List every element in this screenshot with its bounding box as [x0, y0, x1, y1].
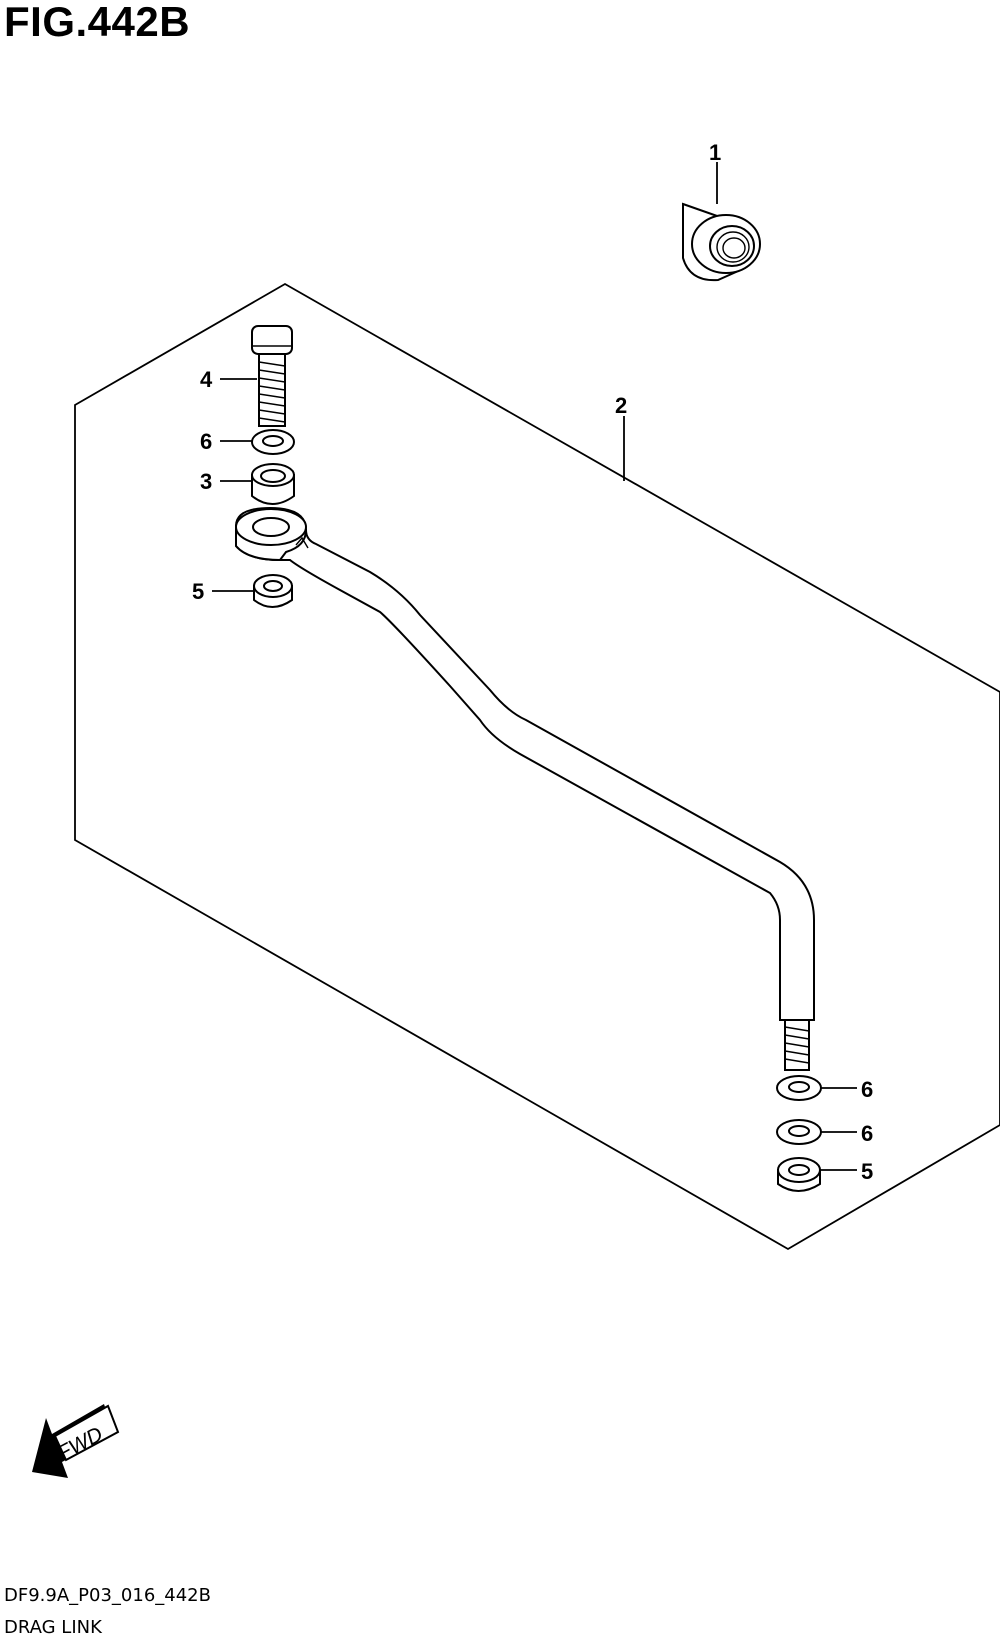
part-nut-left: [253, 574, 293, 608]
part-nut-top: [682, 202, 761, 282]
callout-5-right: 5: [861, 1159, 873, 1184]
callout-1: 1: [709, 140, 721, 165]
part-nut-right: [777, 1157, 821, 1192]
part-washer-left: [251, 429, 295, 455]
callout-5-left: 5: [192, 579, 204, 604]
part-washer-right-2: [776, 1119, 822, 1145]
callout-2: 2: [615, 393, 627, 418]
part-washer-right-1: [776, 1075, 822, 1101]
assembly-frame: [74, 282, 1000, 1251]
forward-arrow-icon: FWD: [32, 1404, 120, 1478]
part-bolt: [251, 325, 293, 427]
callout-6-right-2: 6: [861, 1121, 873, 1146]
diagram-code: DF9.9A_P03_016_442B: [4, 1585, 211, 1606]
figure-title: FIG.442B: [4, 0, 191, 45]
callout-4: 4: [200, 367, 213, 392]
part-drag-link: [235, 506, 815, 1071]
diagram-name: DRAG LINK: [4, 1617, 102, 1638]
callout-3: 3: [200, 469, 212, 494]
callout-6-right-1: 6: [861, 1077, 873, 1102]
part-bushing: [251, 463, 295, 505]
callout-6-left: 6: [200, 429, 212, 454]
